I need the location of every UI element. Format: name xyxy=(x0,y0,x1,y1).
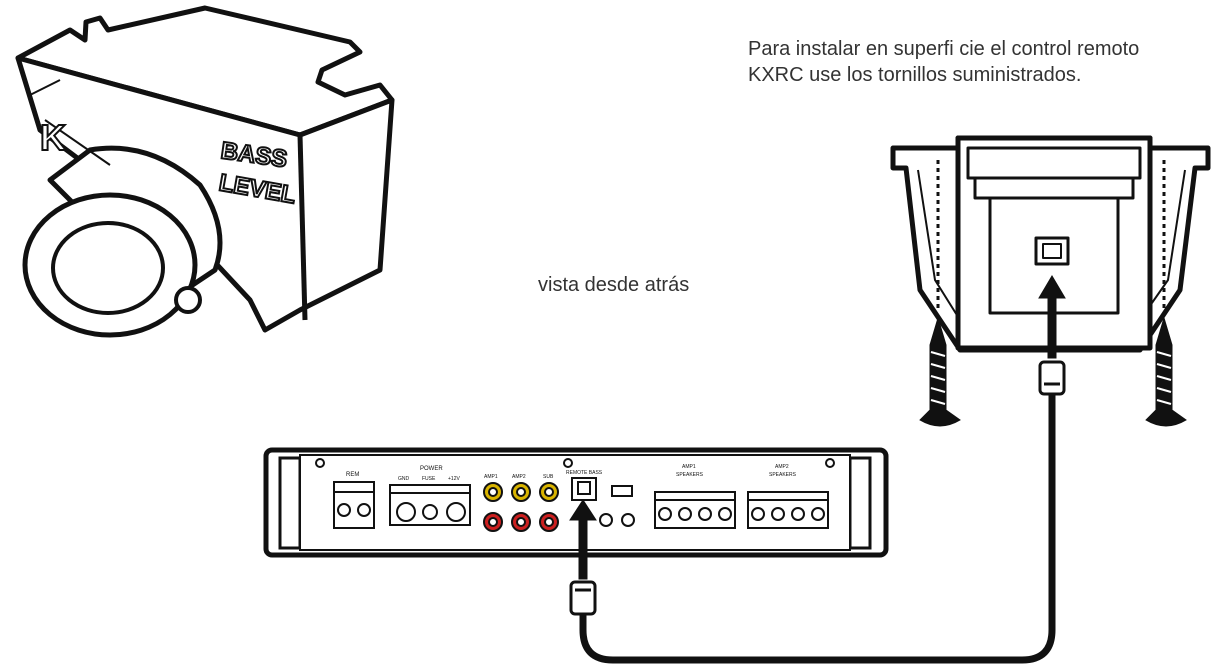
install-line-2: KXRC use los tornillos suministrados. xyxy=(748,64,1082,86)
speakers-a-word: SPEAKERS xyxy=(676,472,704,478)
surface-mount-housing xyxy=(890,135,1211,353)
rca-inputs xyxy=(483,482,559,532)
power-gnd-label: GND xyxy=(398,476,410,482)
screw-guide-lines xyxy=(936,160,1166,310)
cable-connector-bottom xyxy=(569,580,597,616)
remote-cable xyxy=(579,391,1056,664)
remote-bass-knob-illustration xyxy=(15,5,395,338)
kicker-logo: K xyxy=(40,117,66,158)
remote-bass-jack xyxy=(571,477,635,527)
install-instructions: Para instalar en superfi cie el control … xyxy=(748,36,1208,88)
speakers-b-word: SPEAKERS xyxy=(769,472,797,478)
rem-terminal xyxy=(333,481,375,529)
power-terminals xyxy=(389,484,471,526)
power-fuse-label: FUSE xyxy=(422,476,436,482)
input-label-amp2: AMP2 xyxy=(512,474,526,480)
input-label-sub: SUB xyxy=(543,474,554,480)
rem-label: REM xyxy=(346,472,359,478)
speaker-terminals-a xyxy=(654,491,736,529)
mounting-screws xyxy=(919,316,1187,427)
install-line-1: Para instalar en superfi cie el control … xyxy=(748,38,1140,60)
cable-connector-top xyxy=(1038,360,1066,396)
knob-shading xyxy=(29,79,111,166)
power-12v-label: +12V xyxy=(448,476,460,482)
speakers-b-label: AMP2 xyxy=(775,464,789,470)
rear-view-caption: vista desde atrás xyxy=(538,274,690,296)
arrow-to-amp-icon xyxy=(569,499,597,580)
arrow-to-housing-icon xyxy=(1038,275,1066,359)
power-title: POWER xyxy=(420,466,443,472)
speaker-terminals-b xyxy=(747,491,829,529)
speakers-a-label: AMP1 xyxy=(682,464,696,470)
input-label-amp1: AMP1 xyxy=(484,474,498,480)
remote-bass-label: REMOTE BASS xyxy=(566,470,603,476)
